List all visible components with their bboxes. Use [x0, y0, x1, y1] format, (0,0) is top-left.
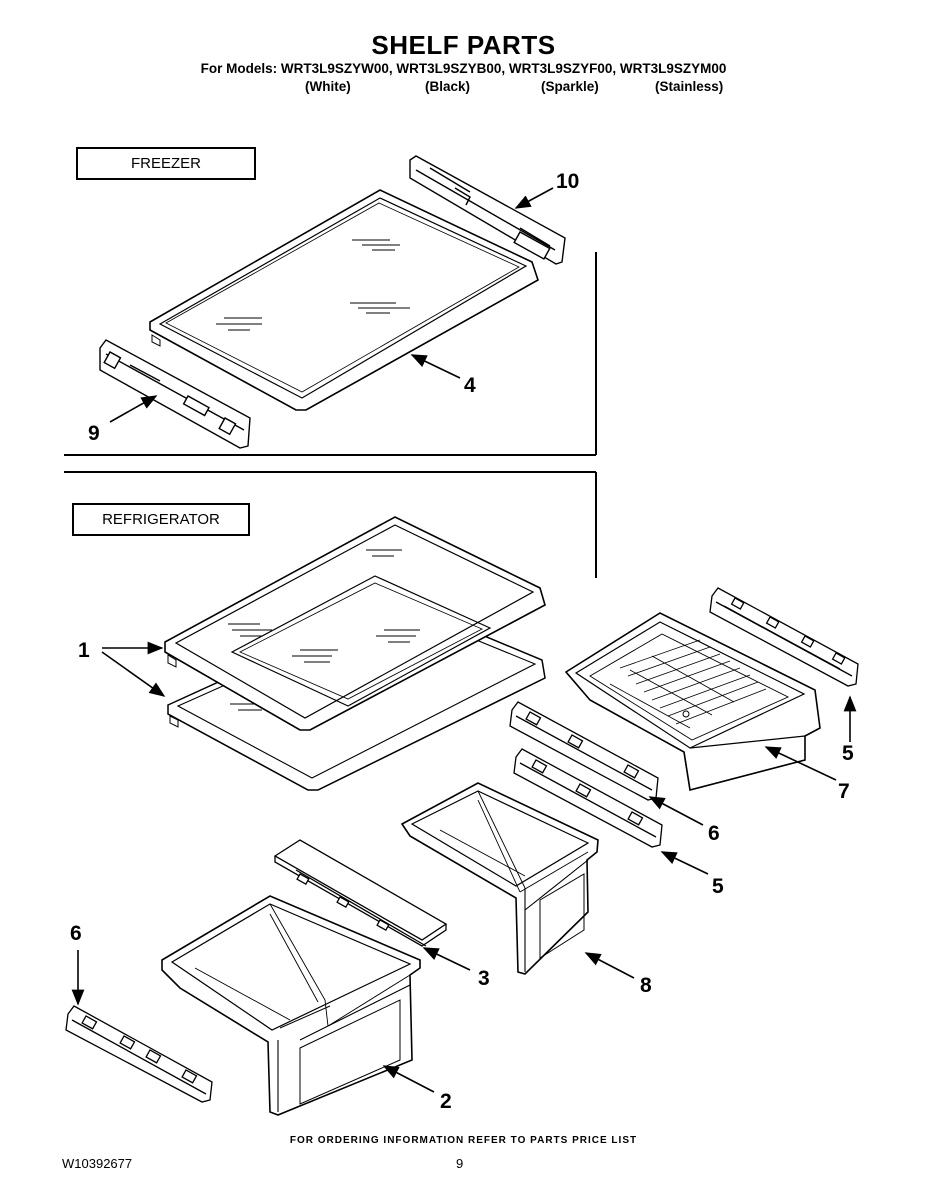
- callout-1: 1: [78, 639, 90, 662]
- variant-sparkle: (Sparkle): [541, 79, 599, 94]
- models-line: For Models: WRT3L9SZYW00, WRT3L9SZYB00, …: [200, 61, 727, 76]
- callout-2: 2: [440, 1090, 452, 1113]
- part-5-rail-middle: [513, 748, 663, 848]
- part-7-deli-drawer: [564, 612, 821, 791]
- callout-10: 10: [556, 170, 579, 193]
- part-2-crisper-drawer: [161, 895, 421, 1116]
- part-3-crisper-cover: [273, 839, 448, 947]
- callout-3: 3: [478, 967, 490, 990]
- page-title: SHELF PARTS: [371, 30, 556, 60]
- part-10-shelf-rail: [409, 155, 566, 265]
- variant-white: (White): [305, 79, 351, 94]
- callout-6-bottom: 6: [70, 922, 82, 945]
- callout-9: 9: [88, 422, 100, 445]
- refrigerator-section-label: REFRIGERATOR: [72, 503, 250, 536]
- page-number: 9: [456, 1156, 464, 1171]
- variant-stainless: (Stainless): [655, 79, 724, 94]
- part-9-shelf-support: [99, 339, 251, 449]
- variant-black: (Black): [425, 79, 471, 94]
- part-5-rail-upper-right: [709, 587, 859, 687]
- part-6-rail-middle: [509, 701, 659, 801]
- part-4-freezer-glass-shelf: [149, 189, 539, 411]
- document-number: W10392677: [62, 1156, 133, 1171]
- ordering-note: FOR ORDERING INFORMATION REFER TO PARTS …: [289, 1135, 638, 1146]
- callout-5-middle: 5: [712, 875, 724, 898]
- part-1-refrigerator-glass-shelves: [164, 516, 546, 791]
- part-6-rail-bottom-left: [65, 1005, 213, 1103]
- callout-7: 7: [838, 780, 850, 803]
- callout-4: 4: [464, 374, 476, 397]
- part-8-crisper-drawer: [400, 782, 599, 975]
- callout-6-middle: 6: [708, 822, 720, 845]
- section-divider-lines: [64, 252, 597, 578]
- freezer-section-label: FREEZER: [76, 147, 256, 180]
- callout-leader-lines: [71, 187, 857, 1093]
- callout-8: 8: [640, 974, 652, 997]
- callout-5-upper: 5: [842, 742, 854, 765]
